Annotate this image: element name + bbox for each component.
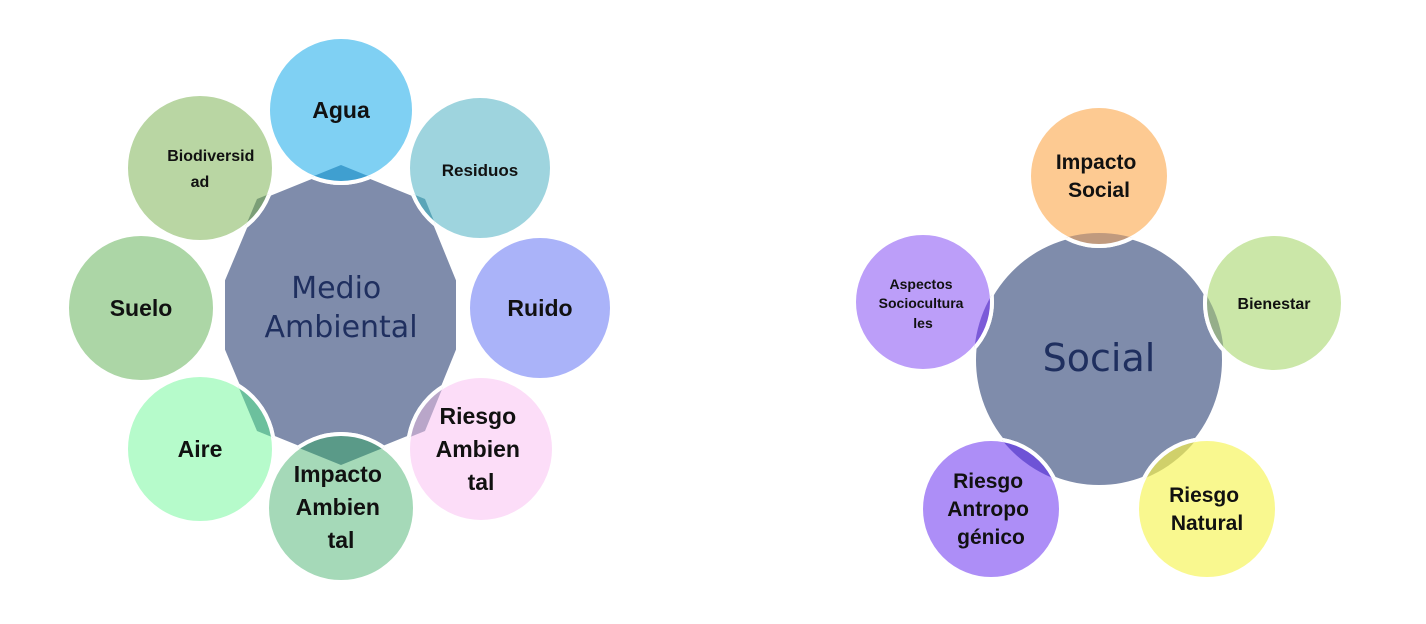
impacto-ambiental-label-line-3: tal [328,527,355,553]
aire-label-line-1: Aire [178,436,223,462]
ruido-circle [466,234,614,382]
medio-ambiental-diagram: Medio Ambiental Agua Residuos Ruido Ries… [65,35,614,584]
bienestar-label-line-1: Bienestar [1238,296,1311,313]
residuos-label-line-1: Residuos [442,161,519,180]
riesgo-ambiental-label-line-3: tal [468,469,495,495]
aspectos-socioculturales-label-line-1: Aspectos [890,276,953,292]
aspectos-socioculturales-label-line-2: Sociocultura [879,295,964,311]
riesgo-antropogenico-label: Riesgo Antropo génico [947,470,1035,549]
bienestar-overlap [1203,233,1224,374]
aspectos-socioculturales-overlap [974,233,994,373]
social-label: Social [1043,336,1156,380]
impacto-social-label: Impacto Social [1056,151,1142,202]
agua-label-line-1: Agua [312,97,370,123]
social-label-line-1: Social [1043,336,1156,380]
suelo-label-line-1: Suelo [110,295,173,321]
impacto-social-label-line-2: Social [1068,179,1130,202]
riesgo-antropogenico-circle [919,437,1063,581]
medio-ambiental-label-line-2: Ambiental [264,310,417,345]
riesgo-antropogenico-label-line-2: Antropo [947,498,1029,521]
riesgo-ambiental-label-line-2: Ambien [436,436,520,462]
riesgo-ambiental-label-line-1: Riesgo [439,403,516,429]
riesgo-ambiental-label: Riesgo Ambien tal [436,403,527,495]
impacto-social-overlap [1027,233,1171,248]
social-diagram: Social Impacto Social Bienestar Riesgo N… [852,104,1345,581]
suelo-label: Suelo [110,295,173,321]
riesgo-natural-label-line-2: Natural [1171,512,1243,535]
biodiversidad-label-line-1: Biodiversid [167,148,254,165]
impacto-ambiental-label: Impacto Ambien tal [294,461,389,553]
biodiversidad-circle [124,92,276,244]
agua-label: Agua [312,97,370,123]
biodiversidad-label: Biodiversid ad [167,148,259,191]
riesgo-antropogenico-label-line-1: Riesgo [953,470,1023,493]
aire-label: Aire [178,436,223,462]
biodiversidad-label-line-2: ad [191,174,210,191]
agua-overlap [266,165,416,185]
aspectos-socioculturales-label-line-3: les [913,315,933,331]
aire-circle [124,373,276,525]
residuos-circle [406,94,554,242]
suelo-circle [65,232,217,384]
ruido-label-line-1: Ruido [507,295,572,321]
residuos-label: Residuos [442,161,519,180]
medio-ambiental-label: Medio Ambiental [264,271,417,345]
riesgo-natural-label-line-1: Riesgo [1169,484,1239,507]
riesgo-ambiental-circle [406,374,556,524]
impacto-ambiental-overlap [265,432,417,465]
impacto-social-label-line-1: Impacto [1056,151,1137,174]
impacto-social-circle [1027,104,1171,248]
bienestar-label: Bienestar [1238,296,1311,313]
riesgo-natural-label: Riesgo Natural [1169,484,1245,535]
impacto-ambiental-label-line-1: Impacto [294,461,382,487]
riesgo-natural-circle [1135,437,1279,581]
riesgo-antropogenico-label-line-3: génico [957,526,1025,549]
aspectos-socioculturales-label: Aspectos Sociocultura les [879,276,968,331]
medio-ambiental-label-line-1: Medio [291,271,381,306]
impacto-ambiental-label-line-2: Ambien [296,494,380,520]
ruido-label: Ruido [507,295,572,321]
